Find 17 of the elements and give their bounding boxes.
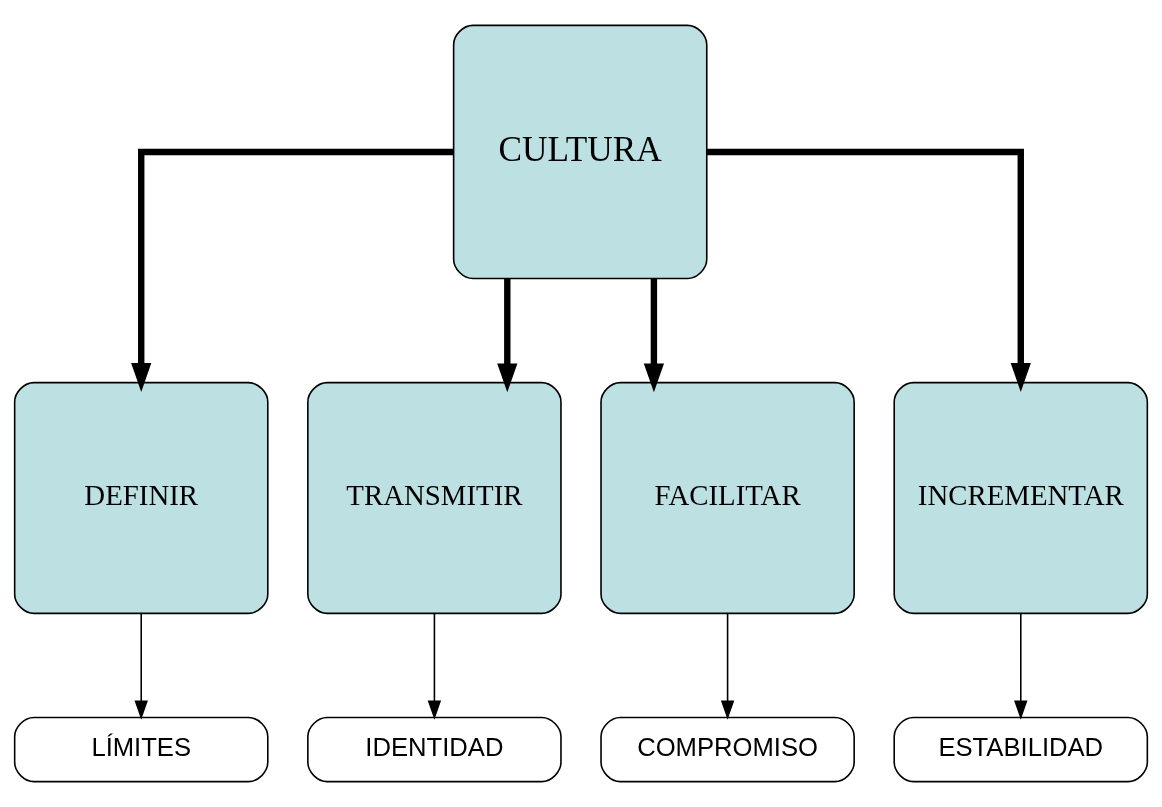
arrow [720,612,735,720]
node-box: FACILITAR [600,381,855,615]
arrow [707,148,1031,392]
node-box: IDENTIDAD [307,716,562,783]
node-box: COMPROMISO [600,716,855,783]
arrow [134,612,148,720]
node-box: ESTABILIDAD [893,716,1149,783]
arrow [131,148,454,392]
arrow [643,278,664,393]
arrow [1014,612,1028,720]
arrow [427,612,442,720]
node-box: TRANSMITIR [307,381,562,615]
node-box: CULTURA [452,24,708,280]
node-box: INCREMENTAR [893,381,1149,615]
node-box: LÍMITES [13,716,269,783]
arrow [497,278,518,393]
node-box: DEFINIR [13,381,269,615]
